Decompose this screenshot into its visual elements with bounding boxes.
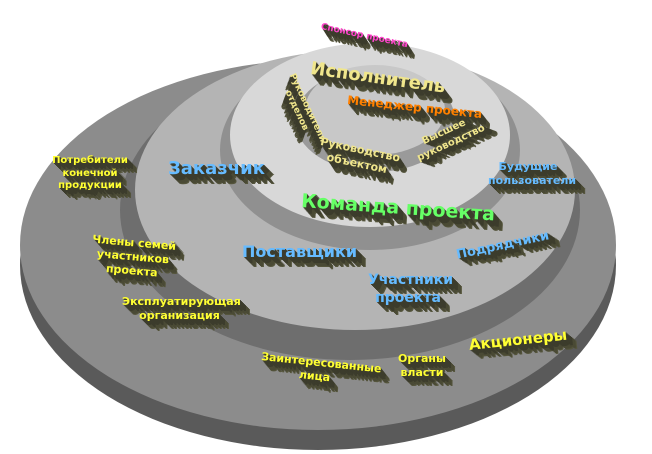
core — [305, 65, 445, 155]
label-consumers: Потребители конечной продукции — [52, 155, 128, 191]
label-authorities: Органы власти — [398, 352, 446, 379]
label-future-users: Будущие пользователи — [488, 160, 577, 187]
label-families: Члены семей участников проекта — [91, 232, 177, 279]
label-customer: Заказчик — [168, 158, 265, 179]
label-operator: Эксплуатирующая организация — [122, 295, 241, 322]
label-suppliers: Поставщики — [242, 242, 358, 261]
label-participants: Участники проекта — [368, 272, 454, 306]
